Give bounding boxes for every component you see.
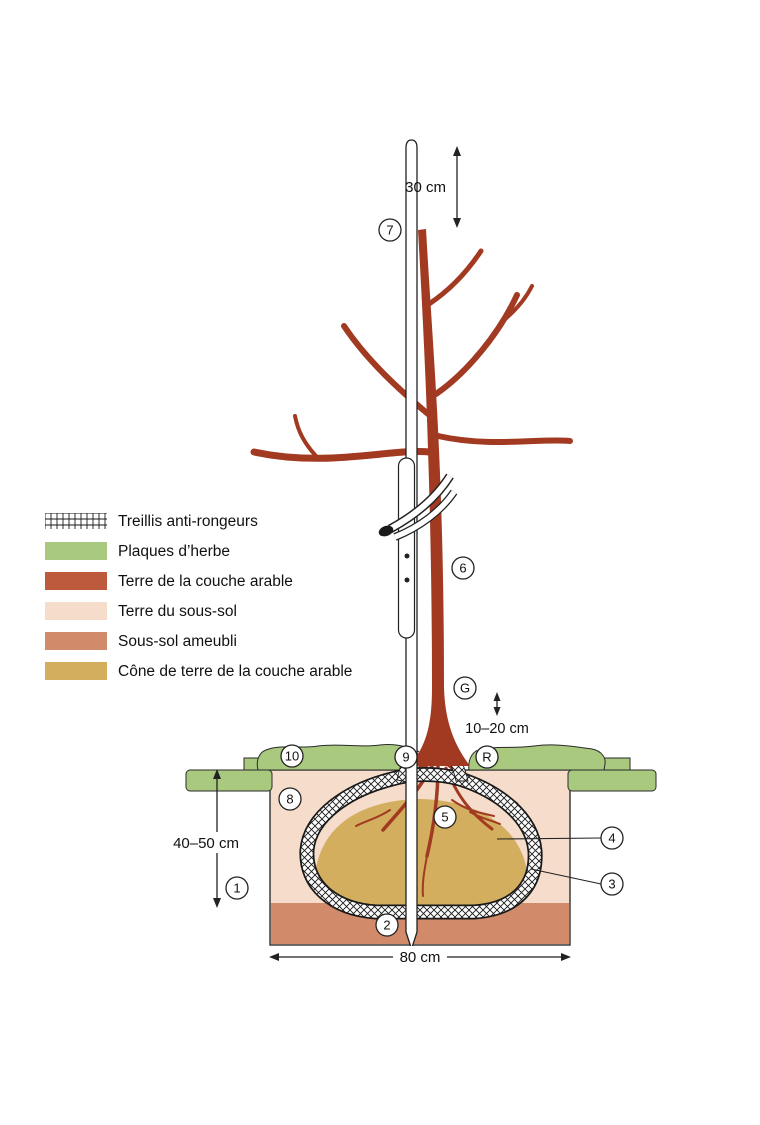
marker-3: 3 — [600, 872, 624, 896]
svg-text:9: 9 — [402, 750, 409, 765]
leader-to-mesh — [530, 868, 602, 885]
marker-R: R — [475, 745, 499, 769]
dimension-10-20cm: 10–20 cm — [465, 692, 529, 737]
legend-label-mesh: Treillis anti-rongeurs — [118, 513, 258, 530]
svg-text:2: 2 — [383, 918, 390, 933]
marker-G: G — [453, 676, 477, 700]
marker-9: 9 — [394, 745, 418, 769]
root — [469, 811, 501, 825]
svg-text:6: 6 — [459, 561, 466, 576]
spacer-nail-bottom — [404, 577, 410, 583]
dimension-80cm: 80 cm — [269, 946, 571, 967]
legend-swatch-grass — [45, 542, 107, 560]
label-collar-depth: 10–20 cm — [465, 721, 529, 737]
root-ball — [306, 774, 536, 912]
tie-strap — [388, 474, 453, 532]
legend-swatch-mesh — [45, 513, 107, 529]
markers: 7 6 G R 10 9 8 5 4 3 1 2 — [225, 218, 624, 937]
legend-label-cone: Cône de terre de la couche arable — [118, 663, 352, 680]
marker-6: 6 — [451, 556, 475, 580]
label-backplate — [164, 832, 248, 853]
tie-strap2 — [393, 490, 457, 540]
grass-sod-right — [468, 744, 606, 771]
marker-10: 10 — [280, 744, 304, 768]
legend-label-loosened: Sous-sol ameubli — [118, 633, 237, 650]
branch-top-right — [426, 248, 484, 307]
svg-text:R: R — [482, 750, 491, 765]
svg-text:G: G — [460, 681, 470, 696]
branch-right-twig — [502, 284, 534, 322]
svg-text:10: 10 — [285, 749, 299, 764]
legend-label-grass: Plaques d’herbe — [118, 543, 230, 560]
leader-lines — [496, 837, 602, 885]
legend-swatch-loosened — [45, 632, 107, 650]
arrow-head-down — [493, 707, 501, 716]
leader-to-cone — [496, 837, 602, 840]
label-pit-width: 80 cm — [400, 949, 441, 966]
svg-text:5: 5 — [441, 810, 448, 825]
svg-text:8: 8 — [286, 792, 293, 807]
marker-4: 4 — [600, 826, 624, 850]
legend-label-topsoil: Terre de la couche arable — [118, 573, 293, 590]
dimension-30cm: 30 cm — [405, 146, 461, 228]
legend-swatch-topsoil — [45, 572, 107, 590]
root — [451, 799, 495, 817]
arrow-head-down — [213, 898, 221, 908]
legend-swatch-subsoil — [45, 602, 107, 620]
arrow-head-left — [269, 953, 279, 961]
marker-5: 5 — [433, 805, 457, 829]
arrow-head-up — [453, 146, 461, 156]
svg-text:7: 7 — [386, 223, 393, 238]
branch-right-upper — [433, 292, 520, 397]
svg-text:1: 1 — [233, 881, 240, 896]
arrow-head-up — [493, 692, 501, 701]
grass-band-left — [185, 769, 273, 792]
root — [355, 809, 391, 827]
branch-left-upper — [341, 323, 431, 417]
grass-step-right — [603, 757, 631, 771]
spacer-nail-top — [404, 553, 410, 559]
stake-spacer-rod — [397, 457, 416, 639]
topsoil-cone — [315, 799, 527, 910]
tie-knot — [378, 525, 394, 537]
dimension-40-50cm: 40–50 cm — [164, 769, 248, 908]
svg-text:3: 3 — [608, 877, 615, 892]
branch-left-long — [250, 447, 434, 462]
arrow-head-right — [561, 953, 571, 961]
arrow-head-up — [213, 769, 221, 779]
marker-1: 1 — [225, 876, 249, 900]
svg-text:4: 4 — [608, 831, 615, 846]
legend-label-subsoil: Terre du sous-sol — [118, 603, 237, 620]
marker-8: 8 — [278, 787, 302, 811]
label-stake-height: 30 cm — [405, 179, 446, 196]
branch-right-long — [435, 433, 573, 446]
marker-2: 2 — [375, 913, 399, 937]
legend: Treillis anti-rongeurs Plaques d’herbe T… — [45, 513, 352, 680]
legend-swatch-cone — [45, 662, 107, 680]
marker-7: 7 — [378, 218, 402, 242]
grass-step-left — [243, 757, 259, 771]
branch-left-fork — [293, 414, 318, 458]
trunk — [410, 229, 470, 766]
arrow-head-down — [453, 218, 461, 228]
label-backplate — [393, 946, 447, 967]
label-pit-depth: 40–50 cm — [173, 835, 239, 852]
tree-tie — [378, 473, 458, 541]
grass-band-right — [567, 769, 657, 792]
root — [421, 855, 428, 897]
